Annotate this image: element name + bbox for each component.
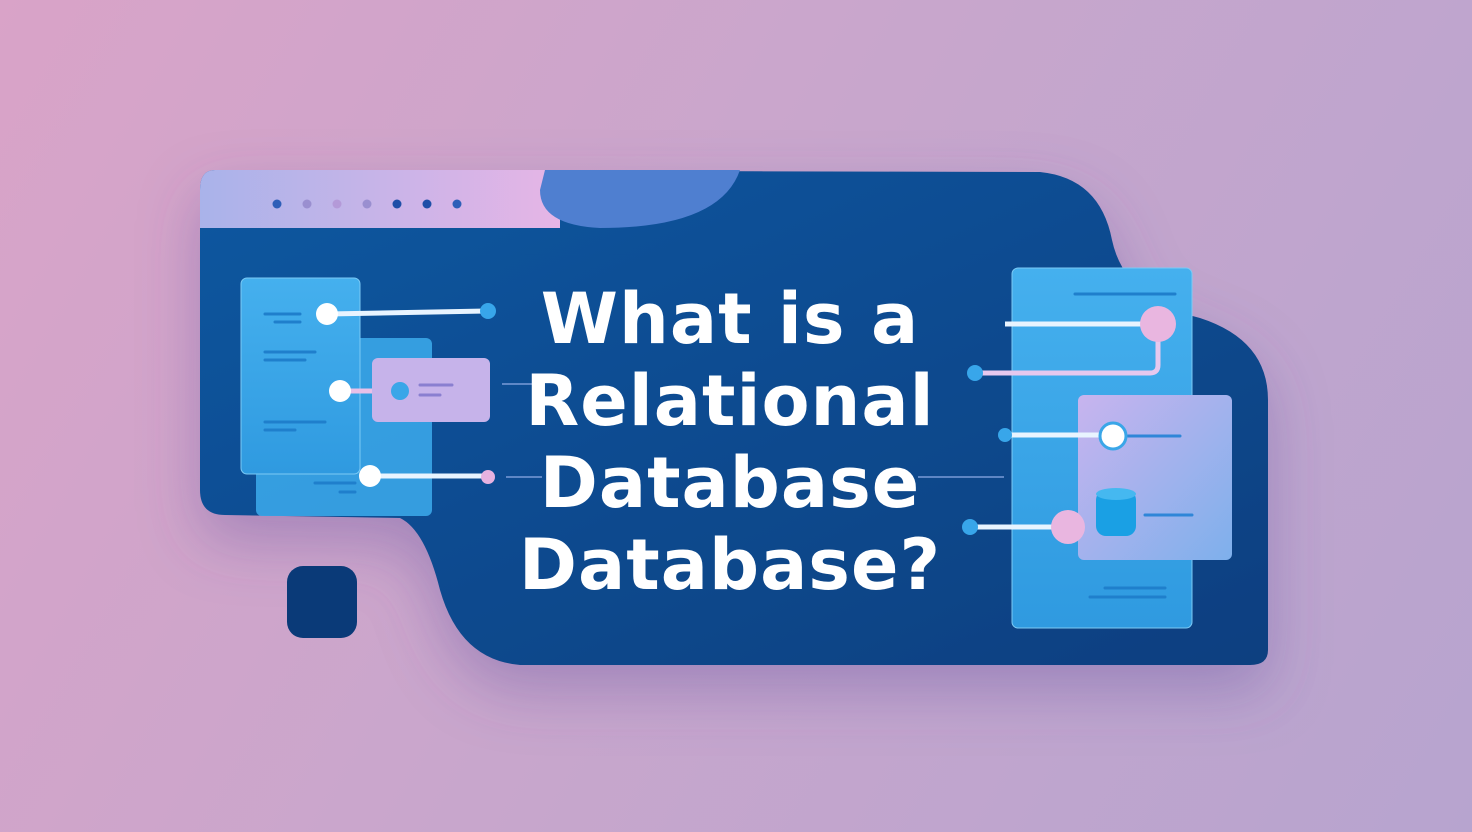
page-title: What is a Relational Database Database?	[480, 278, 980, 606]
lavender-chip	[372, 358, 490, 422]
window-dots-icon	[272, 199, 462, 209]
main-panel	[200, 170, 1268, 665]
dark-square	[287, 566, 357, 638]
node-connector-icon	[316, 303, 496, 487]
left-card	[240, 277, 361, 475]
title-line-1: What is a	[540, 278, 920, 360]
header-blob	[540, 170, 740, 228]
title-line-3: Database	[539, 442, 921, 524]
title-line-4: Database?	[518, 524, 942, 606]
lavender-card	[1078, 395, 1232, 560]
database-cylinder-icon	[1096, 488, 1136, 536]
header-bar	[200, 170, 560, 228]
title-line-2: Relational	[525, 360, 935, 442]
